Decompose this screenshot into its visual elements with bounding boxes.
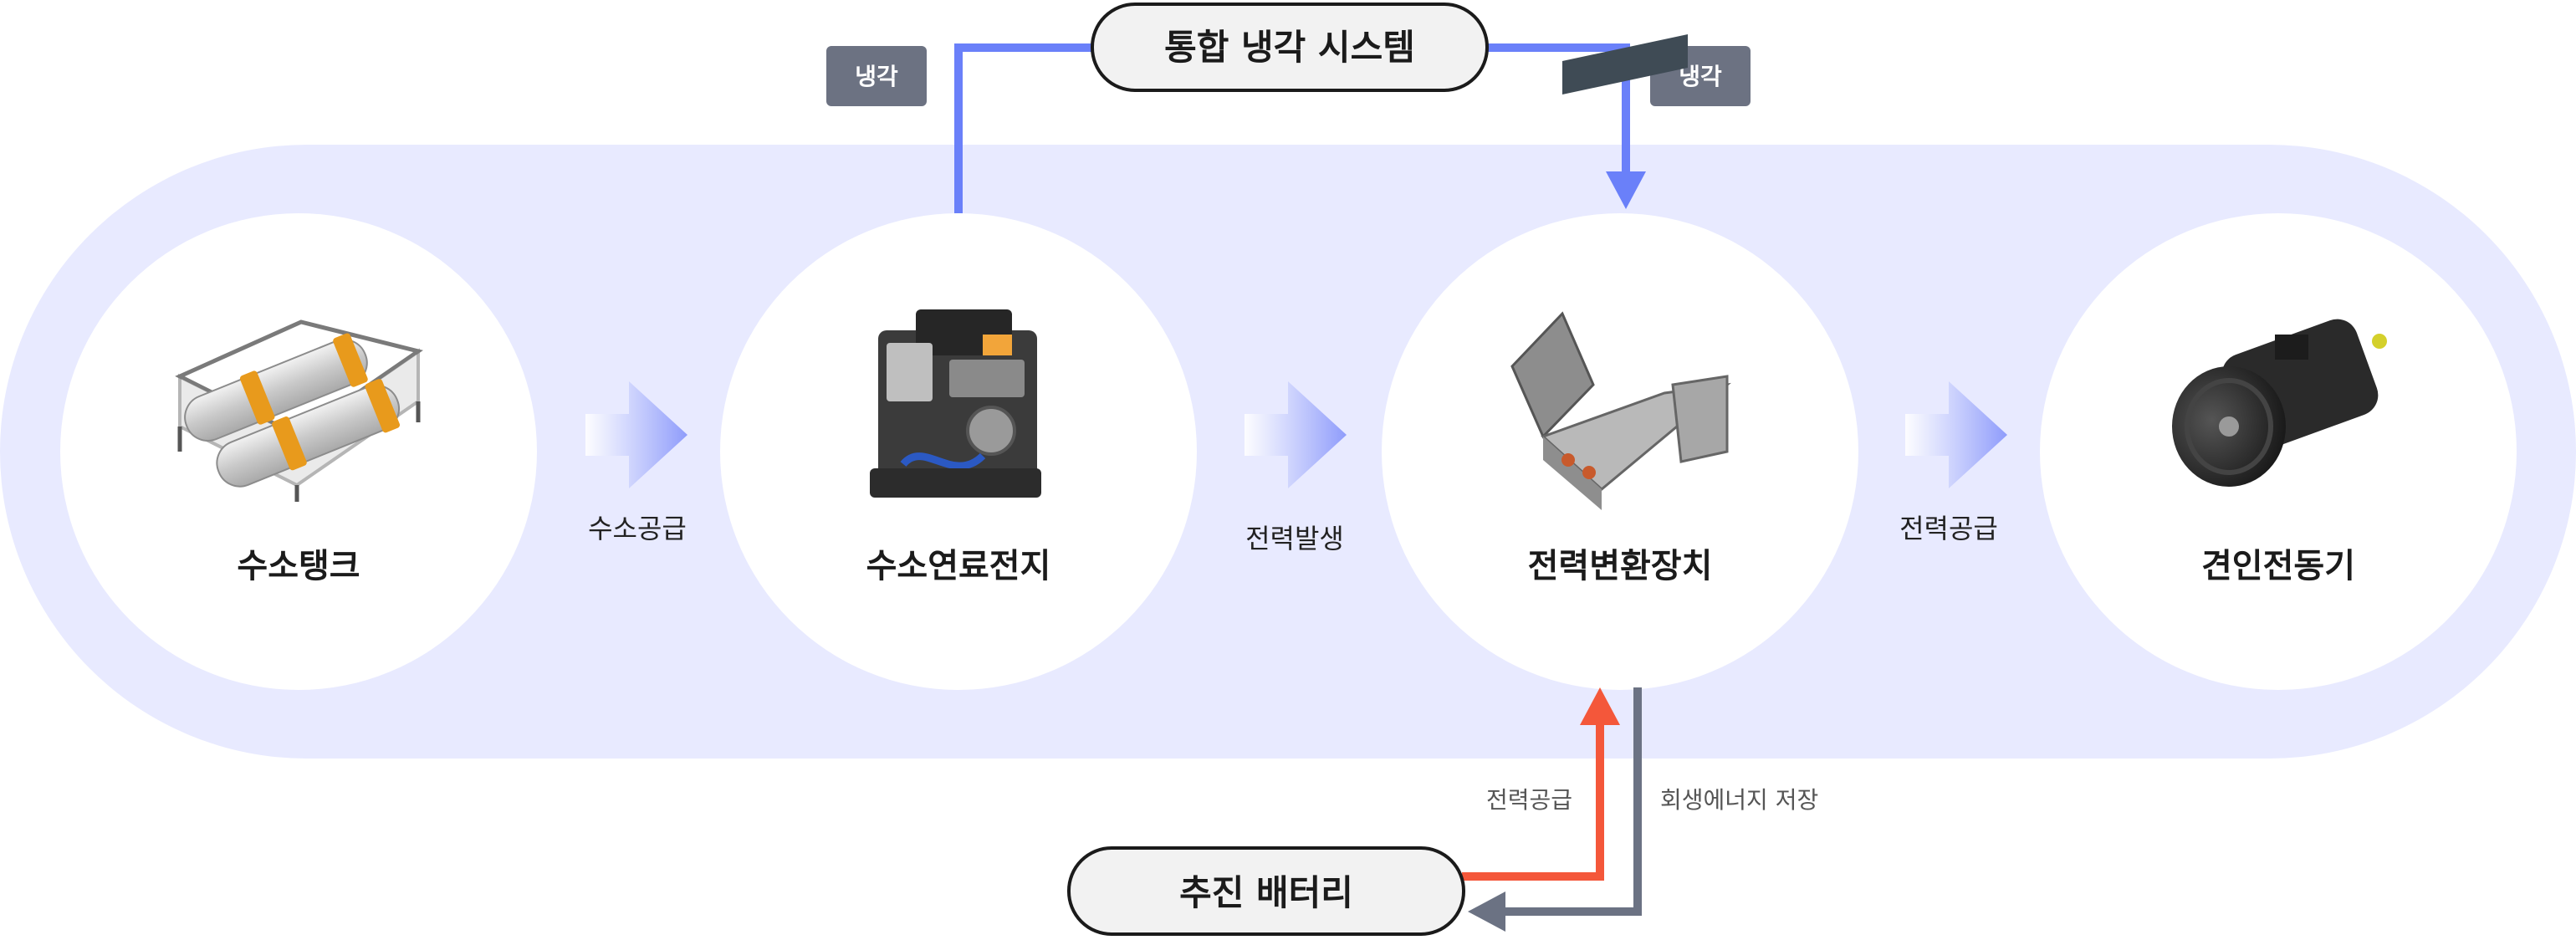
cooling-system-label: 통합 냉각 시스템 — [1164, 27, 1415, 68]
regen-line — [1501, 687, 1642, 916]
battery-supply-label: 전력공급 — [1486, 786, 1572, 814]
cooling-tag-left — [826, 46, 927, 106]
flow-label-power-supply: 전력공급 — [1899, 513, 1998, 544]
flow-arrow-power-supply — [1905, 381, 2007, 488]
battery-label: 추진 배터리 — [1179, 872, 1353, 913]
flow-arrow-hydrogen-supply — [585, 381, 687, 488]
hydrogen-tank-image — [175, 319, 423, 502]
fuel-cell-stack-image — [870, 309, 1041, 498]
traction-motor-image — [2172, 319, 2387, 487]
node-title-hydrogen-tank: 수소탱크 — [237, 547, 360, 585]
cooling-tag-left-label: 냉각 — [855, 63, 898, 90]
power-converter-cabinet-image — [1510, 34, 1731, 510]
node-title-traction-motor: 견인전동기 — [2201, 547, 2355, 585]
flow-label-power-generation: 전력발생 — [1245, 523, 1344, 554]
regen-arrowhead — [1468, 891, 1505, 932]
flow-arrow-power-generation — [1245, 381, 1347, 488]
cooling-system-pill — [1091, 3, 1489, 92]
flow-label-hydrogen-supply: 수소공급 — [588, 513, 687, 544]
cooling-arrowhead — [1606, 171, 1646, 209]
node-title-fuel-cell: 수소연료전지 — [866, 547, 1051, 585]
regen-label: 회생에너지 저장 — [1660, 786, 1818, 814]
battery-supply-arrowhead — [1580, 687, 1620, 725]
battery-supply-line — [1462, 721, 1604, 881]
node-title-power-converter: 전력변환장치 — [1528, 547, 1713, 585]
cooling-line-left — [954, 43, 1096, 213]
battery-pill — [1067, 846, 1465, 936]
